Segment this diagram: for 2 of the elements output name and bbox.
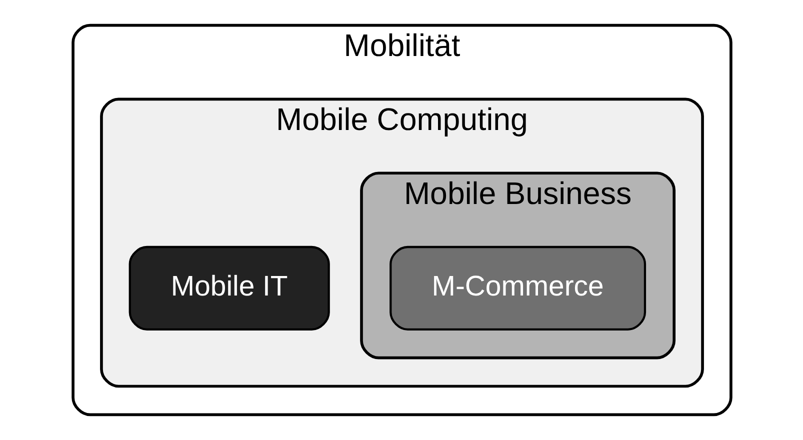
node-box: M-Commerce [389, 246, 646, 330]
node-box: Mobile IT [128, 246, 330, 330]
